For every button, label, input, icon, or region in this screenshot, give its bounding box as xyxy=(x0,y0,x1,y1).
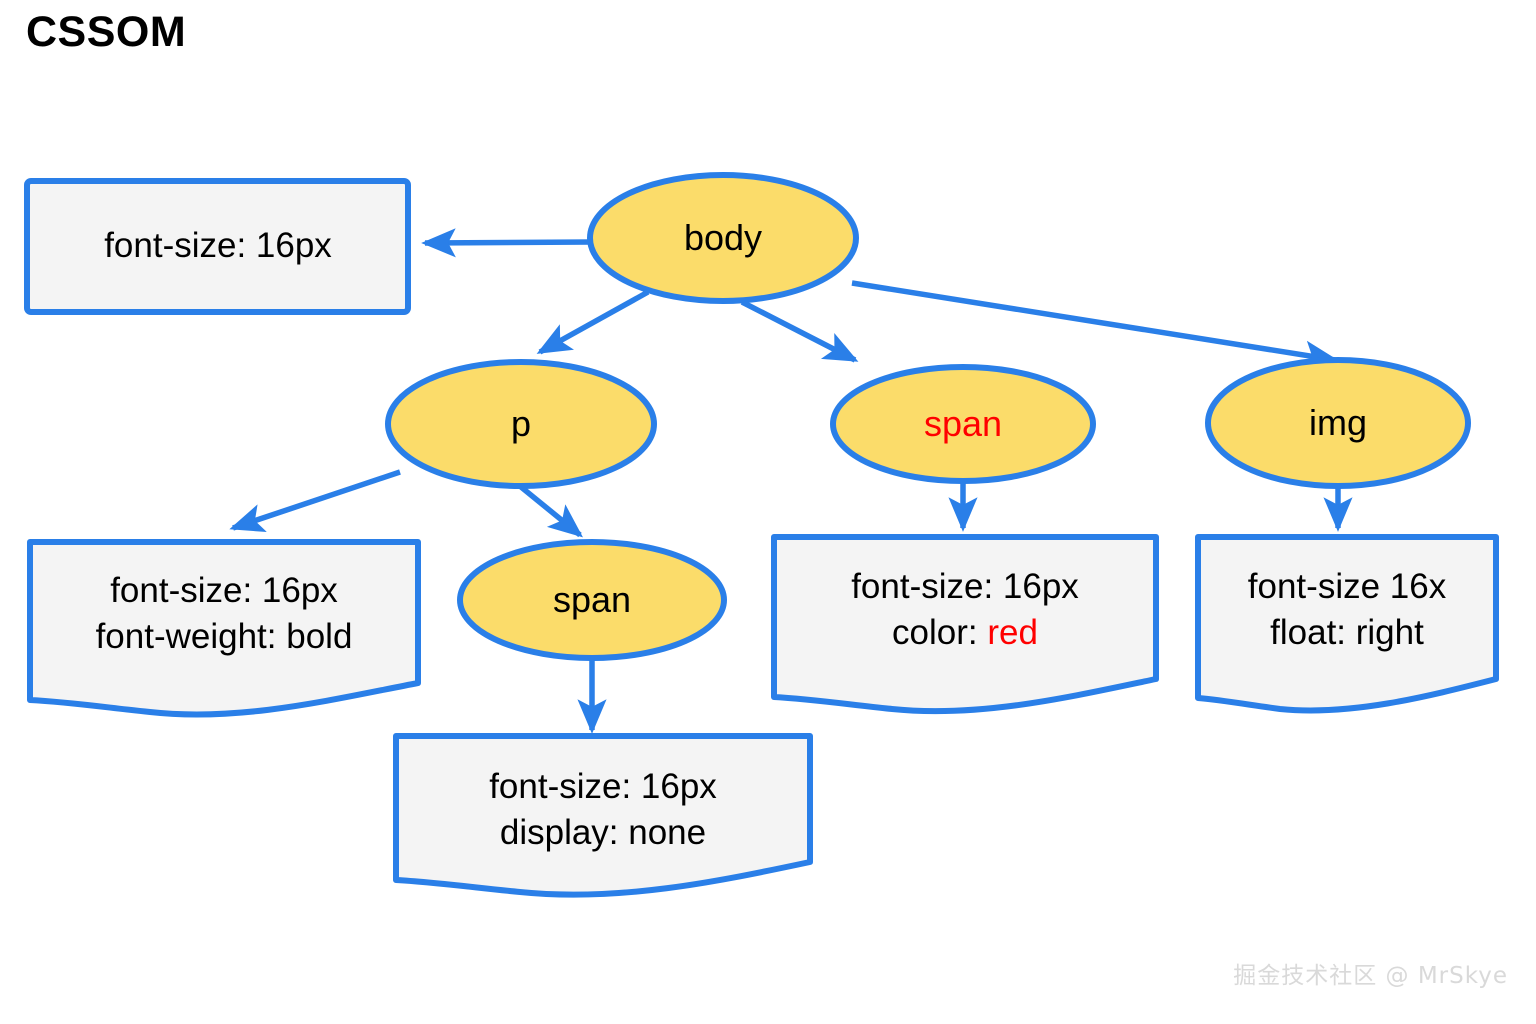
style-box-p xyxy=(27,539,421,718)
style-line-color: color: red xyxy=(892,610,1038,656)
style-line-float: float: right xyxy=(1270,613,1424,652)
node-span-child[interactable] xyxy=(457,539,727,661)
style-box-body xyxy=(24,178,411,315)
page-title: CSSOM xyxy=(26,8,187,56)
node-span-red[interactable] xyxy=(830,364,1096,484)
style-box-body-text: font-size: 16px xyxy=(36,186,400,306)
style-line-font-size: font-size: 16px xyxy=(104,225,332,265)
style-line-font-weight: font-weight: bold xyxy=(95,617,353,656)
edge-body-to-p xyxy=(536,289,650,355)
watermark: 掘金技术社区 @ MrSkye xyxy=(1233,963,1508,989)
style-box-span-child-text: font-size: 16px display: none xyxy=(398,748,808,872)
edge-p-to-p-styles xyxy=(229,469,401,533)
style-box-p-text: font-size: 16px font-weight: bold xyxy=(32,552,416,676)
style-box-img-text: font-size 16x float: right xyxy=(1200,548,1494,672)
style-line-display: display: none xyxy=(499,813,707,852)
style-box-span-child xyxy=(393,733,813,898)
style-line-font-size: font-size: 16px xyxy=(110,570,338,610)
edge-body-to-body-styles xyxy=(421,228,593,258)
style-line-color-value: red xyxy=(987,613,1038,652)
style-box-span-red xyxy=(771,534,1159,715)
style-line-font-size: font-size 16x xyxy=(1247,566,1447,606)
node-img[interactable] xyxy=(1205,357,1471,489)
node-body[interactable] xyxy=(587,172,859,304)
style-line-font-size: font-size: 16px xyxy=(489,766,717,806)
style-line-font-size: font-size: 16px xyxy=(851,566,1079,606)
style-box-img xyxy=(1195,534,1499,714)
edge-body-to-img xyxy=(851,280,1339,370)
style-box-span-red-text: font-size: 16px color: red xyxy=(776,548,1154,672)
style-line-color-prop: color: xyxy=(892,613,988,652)
node-p[interactable] xyxy=(385,359,657,489)
edge-body-to-span-red xyxy=(740,299,859,363)
